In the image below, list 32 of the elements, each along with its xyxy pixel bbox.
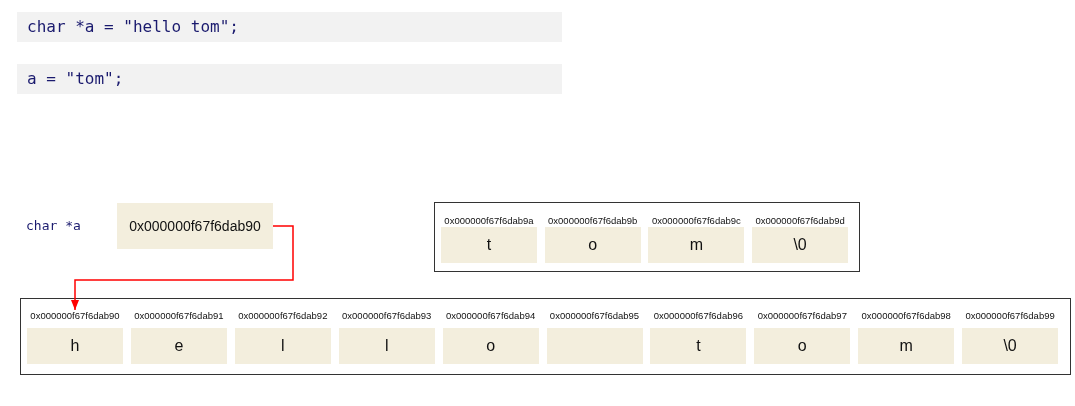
memory-block [20,298,1071,375]
memory-cell: h [27,328,123,364]
address-label: 0x000000f67f6dab94 [444,310,537,321]
memory-cell: o [442,328,539,364]
memory-cell: e [130,328,227,364]
memory-cell: m [858,328,955,364]
memory-cell: l [338,328,435,364]
address-label: 0x000000f67f6dab9b [547,215,639,226]
memory-block [434,202,860,272]
address-label: 0x000000f67f6dab9d [754,215,846,226]
address-label: 0x000000f67f6dab93 [341,310,433,321]
variable-label: char *a [26,218,81,233]
address-label: 0x000000f67f6dab99 [964,310,1056,321]
memory-cell: l [234,328,331,364]
address-label: 0x000000f67f6dab9a [443,215,535,226]
pointer-value-box: 0x000000f67f6dab90 [117,203,273,249]
address-label: 0x000000f67f6dab92 [237,310,329,321]
address-label: 0x000000f67f6dab97 [756,310,848,321]
address-label: 0x000000f67f6dab96 [652,310,745,321]
pointer-arrow [70,225,294,311]
memory-cell: o [544,227,641,263]
memory-cell: \0 [752,227,849,263]
address-label: 0x000000f67f6dab91 [133,310,225,321]
memory-cell: \0 [962,328,1059,364]
address-label: 0x000000f67f6dab98 [860,310,952,321]
address-label: 0x000000f67f6dab95 [548,310,641,321]
memory-cell: m [648,227,745,263]
address-label: 0x000000f67f6dab90 [29,310,121,321]
memory-cell: t [441,227,537,263]
address-label: 0x000000f67f6dab9c [651,215,742,226]
memory-cell: t [650,328,747,364]
memory-cell: o [754,328,851,364]
